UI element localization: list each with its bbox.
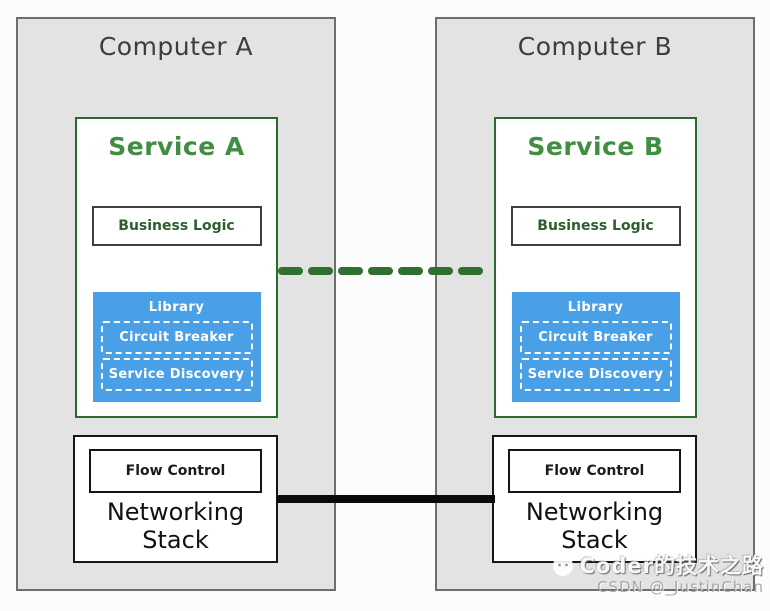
flow-control-a: Flow Control bbox=[89, 449, 262, 493]
circuit-breaker-b: Circuit Breaker bbox=[519, 321, 672, 354]
network-link-solid-line bbox=[277, 495, 495, 503]
service-a-box: Service A Business Logic Library Circuit… bbox=[75, 117, 278, 418]
library-a-box: Library Circuit Breaker Service Discover… bbox=[92, 292, 261, 402]
watermark-subtitle: CSDN @_JustinChan bbox=[596, 578, 764, 596]
watermark-title: Coder的技术之路 bbox=[579, 554, 764, 578]
networking-stack-a-label: Networking Stack bbox=[106, 498, 245, 555]
computer-a-box: Computer A Service A Business Logic Libr… bbox=[16, 17, 336, 591]
dashed-line-graphic bbox=[278, 267, 494, 275]
service-a-title: Service A bbox=[108, 132, 245, 161]
computer-b-box: Computer B Service B Business Logic Libr… bbox=[435, 17, 755, 591]
networking-stack-a-box: Flow Control Networking Stack bbox=[73, 435, 278, 563]
watermark: Coder的技术之路 CSDN @_JustinChan bbox=[549, 550, 764, 596]
service-b-title: Service B bbox=[527, 132, 664, 161]
service-link-dashed-line bbox=[277, 262, 495, 275]
networking-stack-b-label: Networking Stack bbox=[525, 498, 664, 555]
business-logic-b: Business Logic bbox=[510, 206, 681, 246]
library-a-title: Library bbox=[148, 300, 205, 315]
flow-control-b: Flow Control bbox=[508, 449, 681, 493]
networking-stack-b-box: Flow Control Networking Stack bbox=[492, 435, 697, 563]
business-logic-a: Business Logic bbox=[91, 206, 262, 246]
service-discovery-b: Service Discovery bbox=[519, 358, 672, 391]
service-discovery-a: Service Discovery bbox=[100, 358, 253, 391]
computer-a-title: Computer A bbox=[98, 32, 254, 61]
computer-b-title: Computer B bbox=[517, 32, 673, 61]
service-b-box: Service B Business Logic Library Circuit… bbox=[494, 117, 697, 418]
watermark-logo-icon bbox=[549, 552, 577, 578]
watermark-title-row: Coder的技术之路 bbox=[549, 550, 764, 580]
library-b-box: Library Circuit Breaker Service Discover… bbox=[511, 292, 680, 402]
circuit-breaker-a: Circuit Breaker bbox=[100, 321, 253, 354]
library-b-title: Library bbox=[567, 300, 624, 315]
